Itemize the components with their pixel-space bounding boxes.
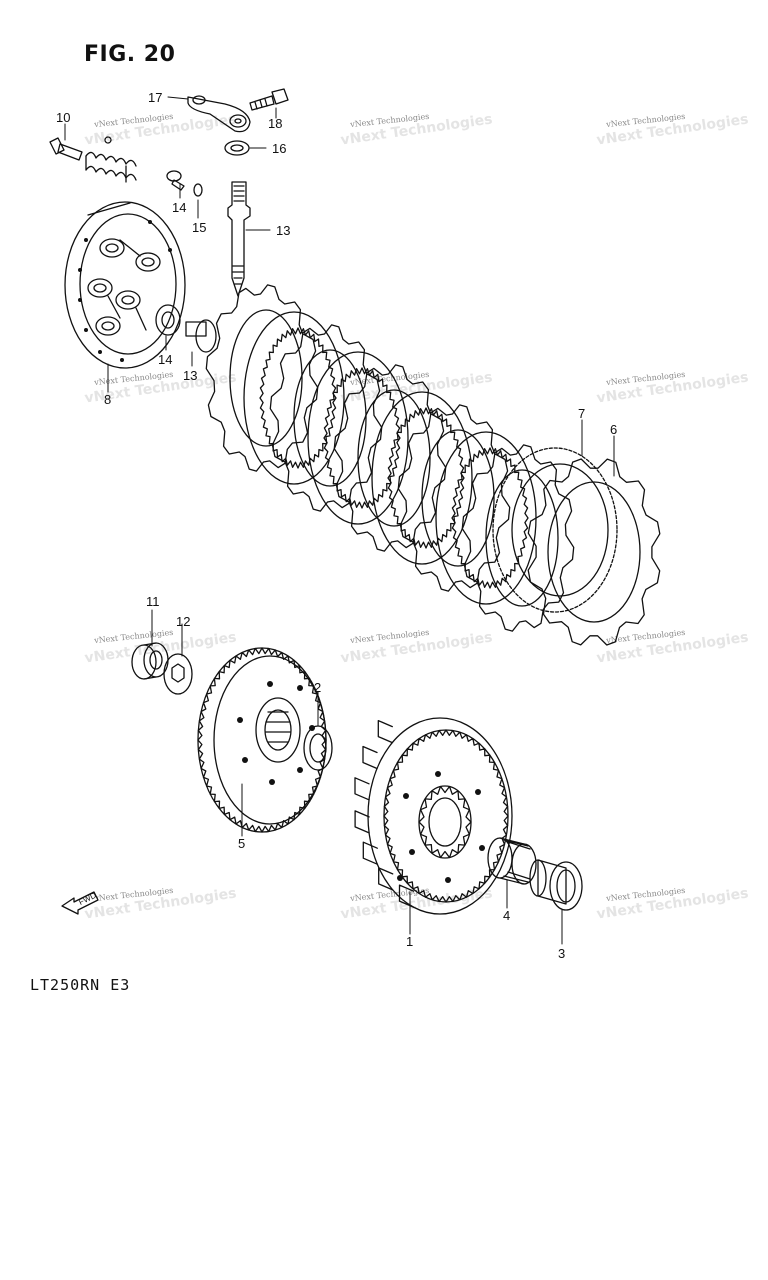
part-clutch-housing <box>354 717 513 915</box>
callout-13: 13 <box>183 368 197 383</box>
part-screw <box>166 170 185 191</box>
part-drive-plate <box>492 447 618 613</box>
housing-gear-teeth <box>383 729 509 903</box>
part-push-piece <box>185 319 217 353</box>
part-primary-driven-gear <box>197 647 327 833</box>
part-lock-washer <box>163 653 193 695</box>
housing-finger <box>354 777 370 801</box>
callout-18: 16 <box>272 141 286 156</box>
housing-finger <box>377 719 393 744</box>
callout-6: 6 <box>610 422 617 437</box>
part-sleeve <box>529 859 583 911</box>
part-pressure-plate <box>64 201 186 369</box>
part-oil-seal <box>224 140 250 156</box>
callout-1: 1 <box>406 934 413 949</box>
callout-17: 15 <box>192 220 206 235</box>
callout-19: 17 <box>148 90 162 105</box>
housing-finger <box>354 810 370 834</box>
housing-finger <box>378 867 394 891</box>
clutch-plate <box>371 391 473 565</box>
callout-labels: 17 18 16 13 10 14 15 14 13 8 7 6 11 12 2… <box>56 90 617 961</box>
callout-5: 5 <box>238 836 245 851</box>
part-spring-bolt <box>49 136 112 161</box>
tabbed-plate-inner <box>547 481 641 623</box>
callout-20: 18 <box>268 116 282 131</box>
part-thrust-washer <box>303 725 333 771</box>
callout-3: 3 <box>558 946 565 961</box>
callout-15: 13 <box>276 223 290 238</box>
part-tabbed-plate <box>527 458 661 646</box>
part-release-shaft <box>227 181 251 297</box>
callout-14: 14 <box>158 352 172 367</box>
callout-16: 14 <box>172 200 186 215</box>
clutch-plate <box>243 311 345 485</box>
figure-title: FIG. 20 <box>84 42 176 67</box>
tabbed-plate-outline <box>527 458 661 646</box>
part-bearing <box>155 304 181 336</box>
callout-11: 11 <box>146 594 160 609</box>
part-clutch-spring <box>85 151 137 183</box>
part-washer <box>193 183 203 197</box>
part-spacer <box>131 642 169 680</box>
callout-12: 12 <box>176 614 190 629</box>
housing-finger <box>398 884 415 908</box>
callout-8: 8 <box>104 392 111 407</box>
callout-2: 2 <box>314 680 321 695</box>
clutch-plate <box>461 444 575 632</box>
plate-stack <box>205 284 575 632</box>
callout-4: 4 <box>503 908 510 923</box>
part-needle-bearing <box>487 837 537 885</box>
part-arm-bolt <box>249 88 289 111</box>
clutch-plate <box>307 351 409 525</box>
callout-10: 10 <box>56 110 70 125</box>
clutch-plate <box>435 431 537 605</box>
housing-finger <box>362 841 378 865</box>
model-code: LT250RN E3 <box>30 976 131 994</box>
callout-7: 7 <box>578 406 585 421</box>
hub-teeth <box>418 785 472 859</box>
leader-lines <box>64 96 615 945</box>
gear-teeth <box>197 647 327 833</box>
part-release-arm <box>187 95 251 133</box>
housing-finger <box>362 745 378 770</box>
fwd-arrow-icon: FWD <box>61 891 99 915</box>
